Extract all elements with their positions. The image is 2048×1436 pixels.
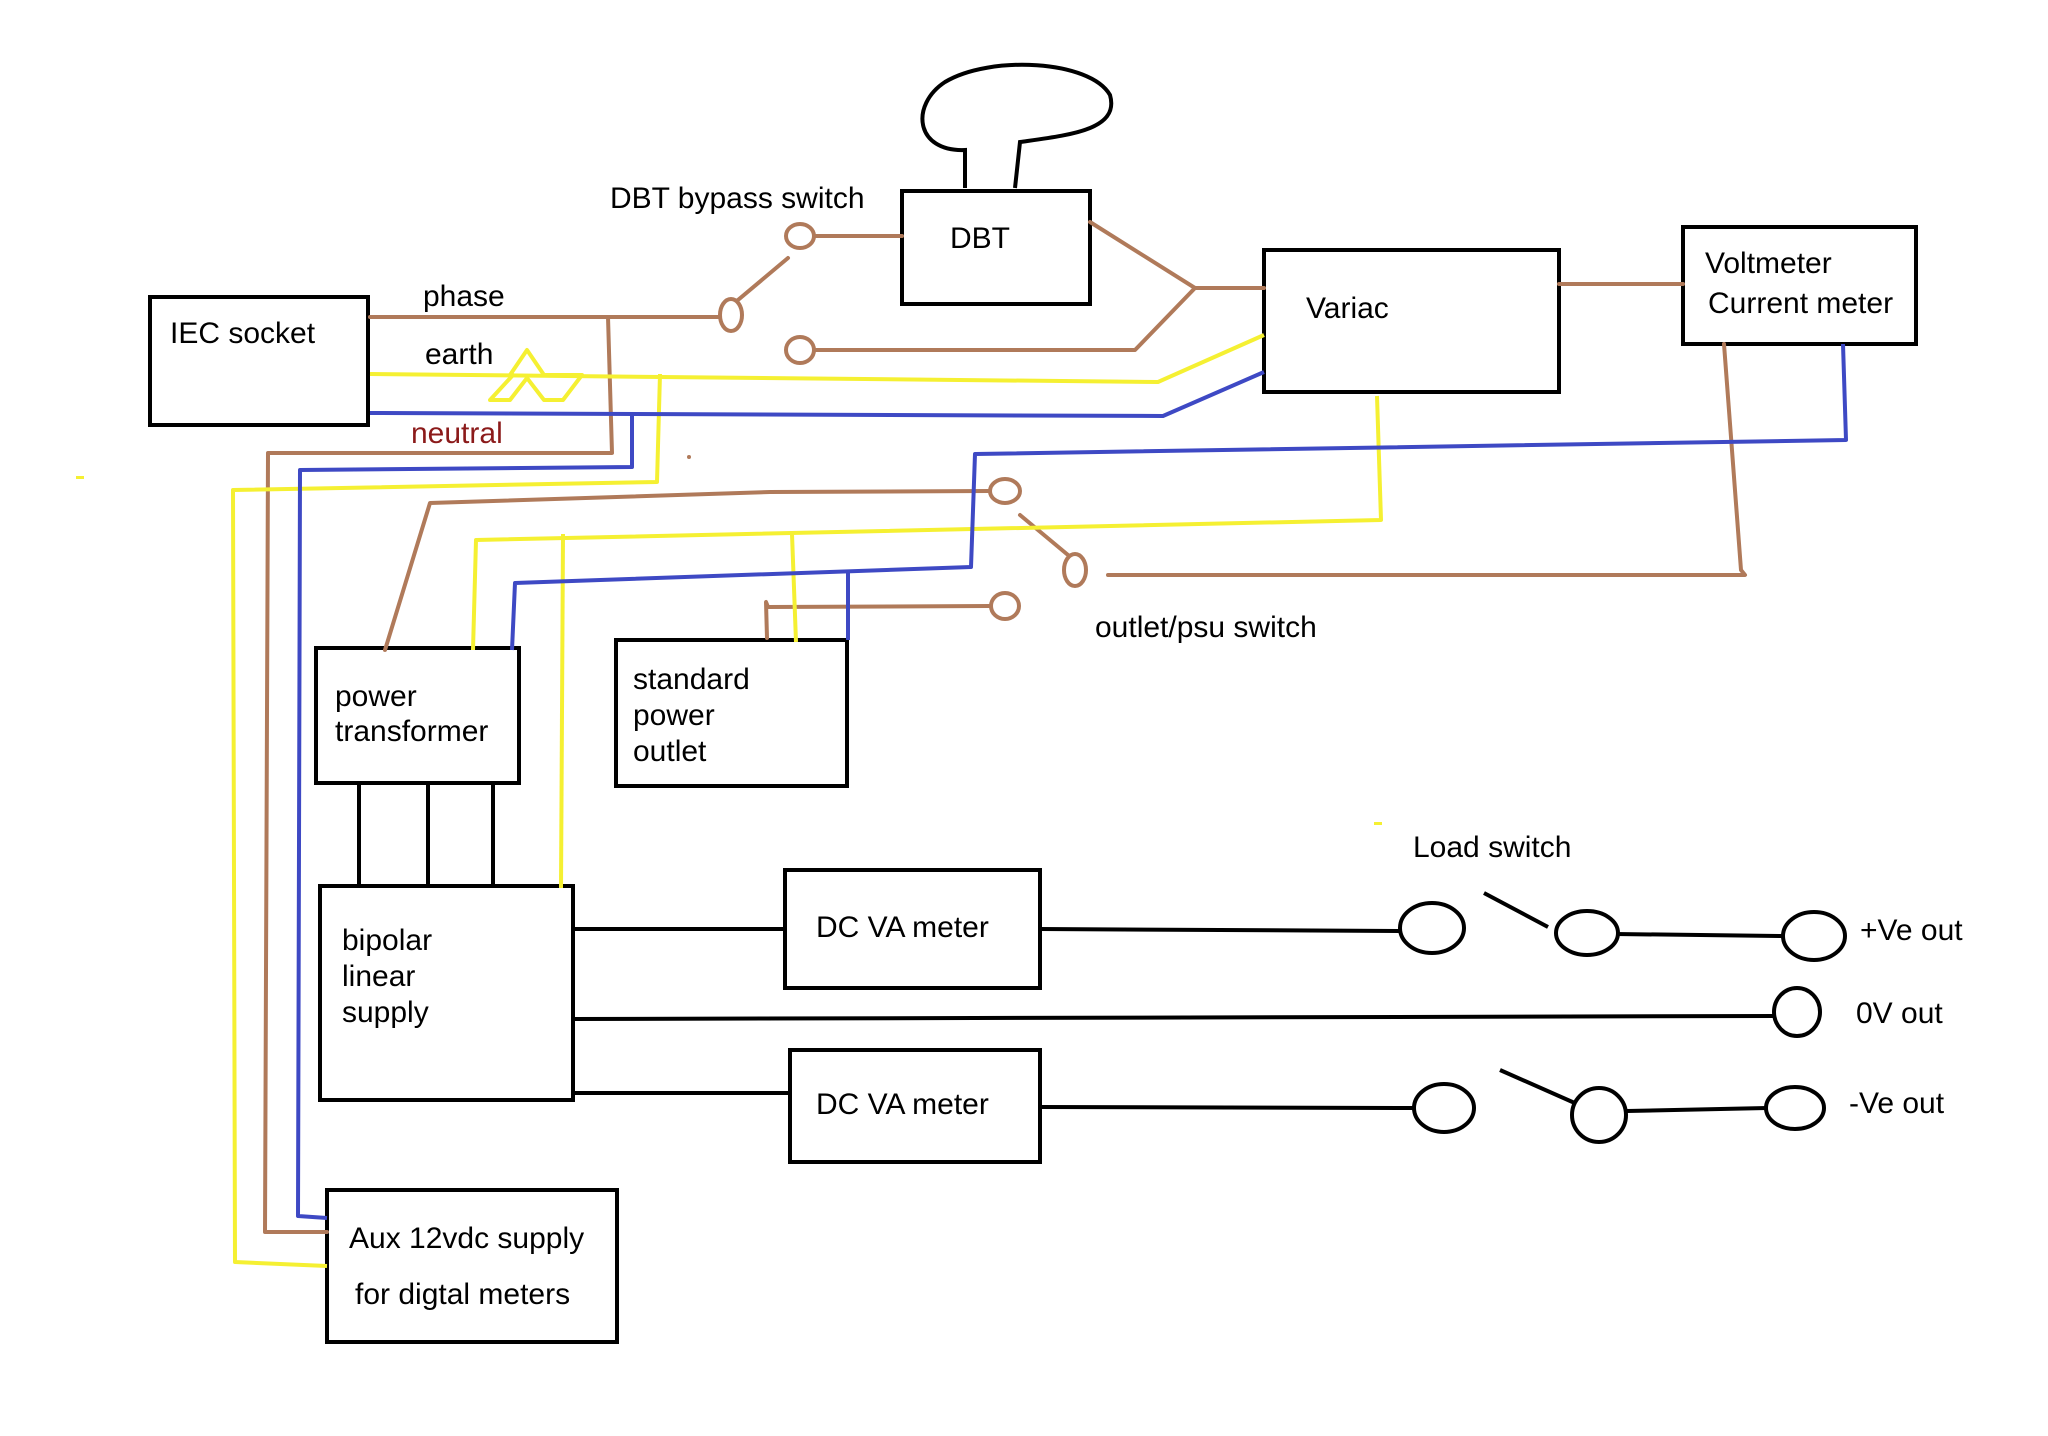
outlet-psu-contact-bottom bbox=[989, 591, 1021, 621]
outlet-psu-contact-top bbox=[988, 477, 1022, 505]
load-switch-label: Load switch bbox=[1413, 831, 1571, 864]
bipolar-supply-block: bipolar linear supply bbox=[318, 884, 575, 1102]
aux-label-2: for digtal meters bbox=[355, 1278, 570, 1311]
power-transformer-label-1: power bbox=[335, 680, 417, 713]
outlet-label-2: power bbox=[633, 699, 715, 732]
iec-socket-block: IEC socket bbox=[148, 295, 370, 427]
variac-block: Variac bbox=[1262, 248, 1561, 394]
outlet-psu-switch bbox=[988, 477, 1088, 621]
dc-meter-bottom-label: DC VA meter bbox=[816, 1088, 989, 1121]
zero-out-label: 0V out bbox=[1856, 997, 1943, 1030]
power-transformer-block: power transformer bbox=[314, 646, 521, 785]
load-switch-pos-out bbox=[1554, 909, 1620, 957]
dc-meter-top-block: DC VA meter bbox=[783, 868, 1042, 990]
pos-out-label: +Ve out bbox=[1860, 914, 1963, 947]
dc-meter-bottom-block: DC VA meter bbox=[788, 1048, 1042, 1164]
outlet-psu-contact-common bbox=[1062, 552, 1088, 588]
neutral-wires bbox=[296, 343, 1848, 1220]
earth-label: earth bbox=[425, 338, 493, 371]
neg-out-label: -Ve out bbox=[1849, 1087, 1945, 1120]
earth-wires bbox=[231, 333, 1383, 1268]
bypass-contact-common bbox=[718, 297, 744, 333]
bipolar-label-1: bipolar bbox=[342, 924, 432, 957]
pos-out-terminal bbox=[1781, 910, 1847, 962]
zero-out-terminal bbox=[1772, 986, 1822, 1038]
load-switch-neg-in bbox=[1412, 1082, 1476, 1134]
load-switch bbox=[1398, 901, 1628, 1144]
variac-label: Variac bbox=[1306, 292, 1389, 325]
stray-mark bbox=[1374, 822, 1382, 825]
phase-wires bbox=[263, 220, 1747, 1234]
neg-out-terminal bbox=[1764, 1085, 1826, 1131]
dbt-block: DBT bbox=[900, 189, 1092, 306]
stray-mark bbox=[76, 476, 84, 479]
current-meter-label: Current meter bbox=[1708, 287, 1893, 320]
outlet-psu-switch-label: outlet/psu switch bbox=[1095, 611, 1317, 644]
dc-meter-top-label: DC VA meter bbox=[816, 911, 989, 944]
lamp-bulb bbox=[920, 62, 1114, 189]
bipolar-label-2: linear bbox=[342, 960, 415, 993]
stray-dot bbox=[687, 455, 691, 459]
power-transformer-label-2: transformer bbox=[335, 715, 488, 748]
standard-outlet-block: standard power outlet bbox=[614, 638, 849, 788]
output-terminals bbox=[1764, 910, 1847, 1131]
load-switch-neg-out bbox=[1570, 1086, 1628, 1144]
dbt-bypass-switch bbox=[718, 222, 816, 365]
dbt-bypass-switch-label: DBT bypass switch bbox=[610, 182, 865, 215]
dbt-label: DBT bbox=[950, 222, 1010, 255]
outlet-label-1: standard bbox=[633, 663, 750, 696]
meter-block: Voltmeter Current meter bbox=[1681, 225, 1918, 346]
bypass-contact-bottom bbox=[784, 335, 816, 365]
bipolar-label-3: supply bbox=[342, 996, 429, 1029]
dc-wires bbox=[357, 783, 1784, 1113]
load-switch-pos-in bbox=[1398, 901, 1466, 955]
outlet-label-3: outlet bbox=[633, 735, 707, 768]
phase-label: phase bbox=[423, 280, 505, 313]
aux-supply-block: Aux 12vdc supply for digtal meters bbox=[325, 1188, 619, 1344]
voltmeter-label: Voltmeter bbox=[1705, 247, 1832, 280]
neutral-label: neutral bbox=[411, 417, 503, 450]
bypass-contact-top bbox=[784, 222, 816, 250]
aux-label-1: Aux 12vdc supply bbox=[349, 1222, 584, 1255]
iec-socket-label: IEC socket bbox=[170, 317, 316, 350]
